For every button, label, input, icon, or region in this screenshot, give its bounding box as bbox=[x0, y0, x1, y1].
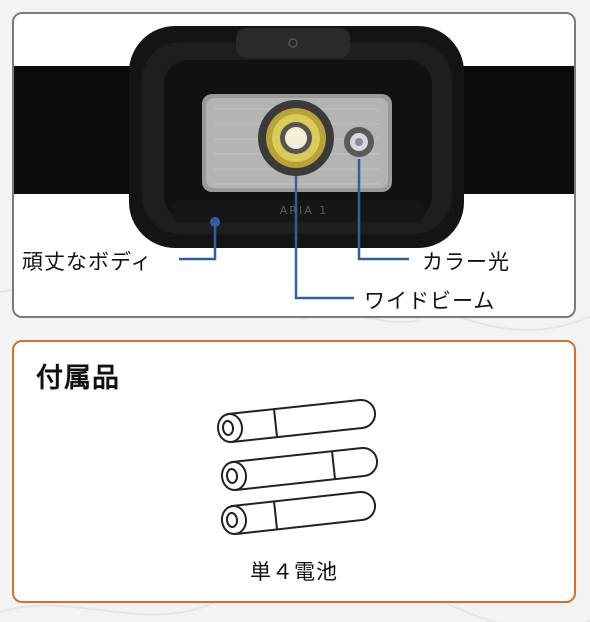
callout-body-label: 頑丈なボディ bbox=[22, 250, 153, 274]
accessories-card: 付属品 単４電池 bbox=[12, 340, 576, 603]
body-callout-line bbox=[179, 224, 217, 261]
callout-color-light-label: カラー光 bbox=[422, 250, 510, 274]
battery-1 bbox=[216, 398, 377, 444]
battery-3 bbox=[220, 490, 377, 536]
callout-wide-beam-label: ワイドビーム bbox=[364, 289, 496, 313]
accessories-title: 付属品 bbox=[36, 363, 120, 394]
aaa-batteries-illustration bbox=[216, 398, 379, 536]
product-card: ARIA 1 頑丈なボディ カラー光 ワイドビーム bbox=[12, 12, 576, 318]
battery-2 bbox=[220, 446, 379, 492]
power-button bbox=[236, 28, 350, 58]
battery-caption: 単４電池 bbox=[250, 560, 338, 584]
model-marking: ARIA 1 bbox=[280, 204, 328, 217]
color-light-callout-line bbox=[357, 159, 409, 261]
headlamp-illustration: ARIA 1 bbox=[14, 26, 574, 300]
body-marker bbox=[210, 217, 220, 227]
wide-beam-callout-line bbox=[294, 176, 354, 300]
